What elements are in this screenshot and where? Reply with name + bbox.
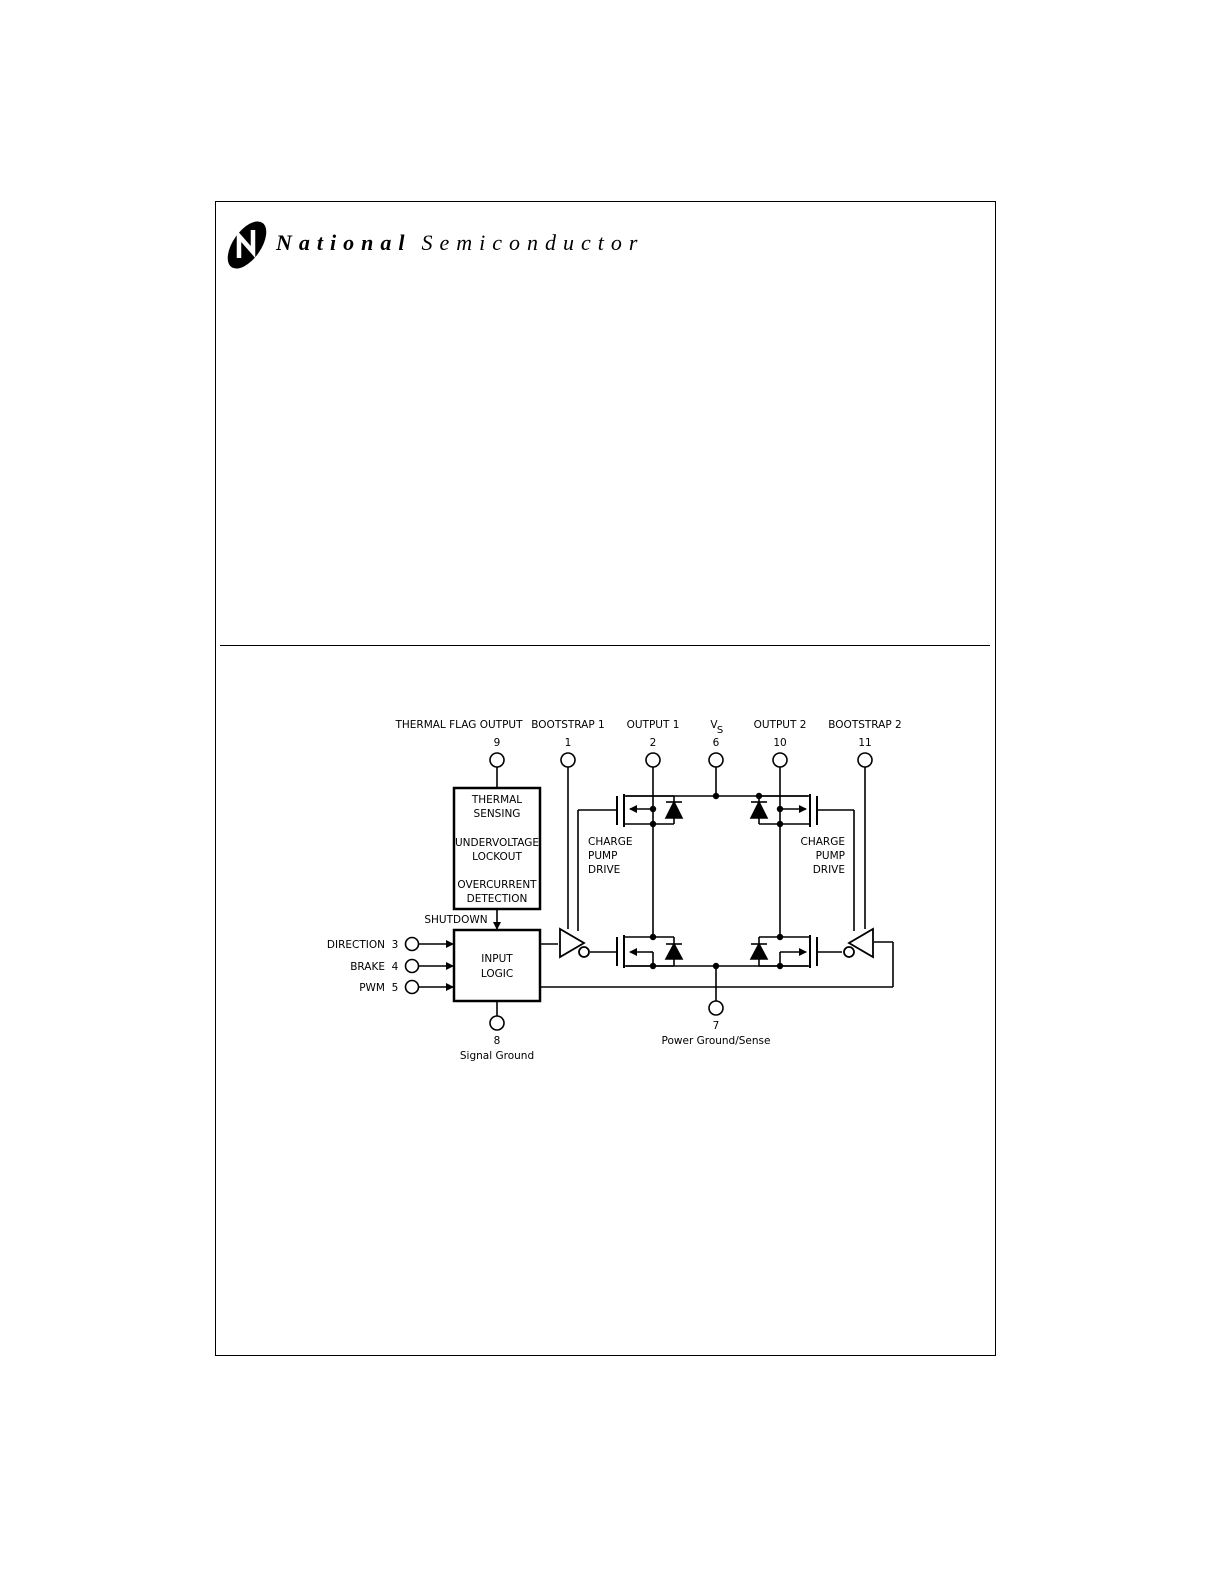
protection-detection: DETECTION — [467, 893, 528, 905]
pin-number-11: 11 — [858, 737, 871, 749]
charge-pump-right-line1: CHARGE — [801, 836, 845, 848]
charge-pump-right-line2: PUMP — [816, 850, 845, 862]
protection-thermal: THERMAL — [471, 794, 522, 806]
national-semiconductor-logo-icon — [227, 221, 267, 269]
pin-label-bootstrap2: BOOTSTRAP 2 — [828, 719, 901, 731]
charge-pump-left-line1: CHARGE — [588, 836, 632, 848]
pin-1-terminal — [560, 752, 576, 768]
brand-bold: National — [276, 230, 412, 255]
pin-label-output1: OUTPUT 1 — [627, 719, 680, 731]
mosfet-low-side-2 — [749, 935, 818, 968]
input-number-3: 3 — [392, 939, 399, 951]
shutdown-label: SHUTDOWN — [424, 914, 487, 926]
input-number-5: 5 — [392, 982, 399, 994]
pin-11-terminal — [857, 752, 873, 768]
input-label-brake: BRAKE — [350, 961, 385, 973]
input-logic-block — [452, 928, 542, 1003]
signal-ground-number: 8 — [494, 1035, 501, 1047]
pin-7-terminal — [708, 1000, 724, 1016]
right-driver — [843, 927, 874, 959]
input-label-pwm: PWM — [359, 982, 385, 994]
power-ground-number: 7 — [713, 1020, 720, 1032]
pin-number-6: 6 — [713, 737, 720, 749]
brand-light: Semiconductor — [421, 230, 645, 255]
charge-pump-right-line3: DRIVE — [813, 864, 845, 876]
pin-5-terminal — [404, 979, 420, 995]
left-driver — [559, 927, 590, 959]
pin-label-output2: OUTPUT 2 — [754, 719, 807, 731]
pin-6-terminal — [708, 752, 724, 768]
protection-lockout: LOCKOUT — [472, 851, 522, 863]
pin-label-vs: V — [710, 719, 718, 731]
brand-name: National Semiconductor — [276, 230, 644, 256]
page-frame — [215, 201, 996, 1356]
mosfet-high-side-1 — [616, 794, 684, 827]
pin-label-vs-subscript: S — [717, 725, 723, 736]
input-number-4: 4 — [392, 961, 399, 973]
pin-label-thermal-flag: THERMAL FLAG OUTPUT — [394, 719, 523, 731]
pin-2-terminal — [645, 752, 661, 768]
pin-4-terminal — [404, 958, 420, 974]
junction-dots — [649, 792, 784, 970]
input-logic-line1: INPUT — [481, 953, 513, 965]
power-ground-label: Power Ground/Sense — [662, 1035, 771, 1047]
mosfet-low-side-1 — [616, 935, 684, 968]
charge-pump-left-line2: PUMP — [588, 850, 617, 862]
pin-number-2: 2 — [650, 737, 657, 749]
protection-overcurrent: OVERCURRENT — [457, 879, 537, 891]
section-divider — [220, 645, 990, 646]
input-label-direction: DIRECTION — [327, 939, 385, 951]
protection-sensing: SENSING — [474, 808, 521, 820]
pin-number-1: 1 — [565, 737, 572, 749]
pin-number-9: 9 — [494, 737, 501, 749]
signal-ground-label: Signal Ground — [460, 1050, 534, 1062]
pin-number-10: 10 — [773, 737, 786, 749]
pin-label-bootstrap1: BOOTSTRAP 1 — [531, 719, 604, 731]
pin-8-terminal — [489, 1015, 505, 1031]
mosfet-high-side-2 — [749, 794, 818, 827]
charge-pump-left-line3: DRIVE — [588, 864, 620, 876]
pin-3-terminal — [404, 936, 420, 952]
protection-undervoltage: UNDERVOLTAGE — [455, 837, 539, 849]
pin-9-terminal — [489, 752, 505, 768]
pin-10-terminal — [772, 752, 788, 768]
input-logic-line2: LOGIC — [481, 968, 513, 980]
